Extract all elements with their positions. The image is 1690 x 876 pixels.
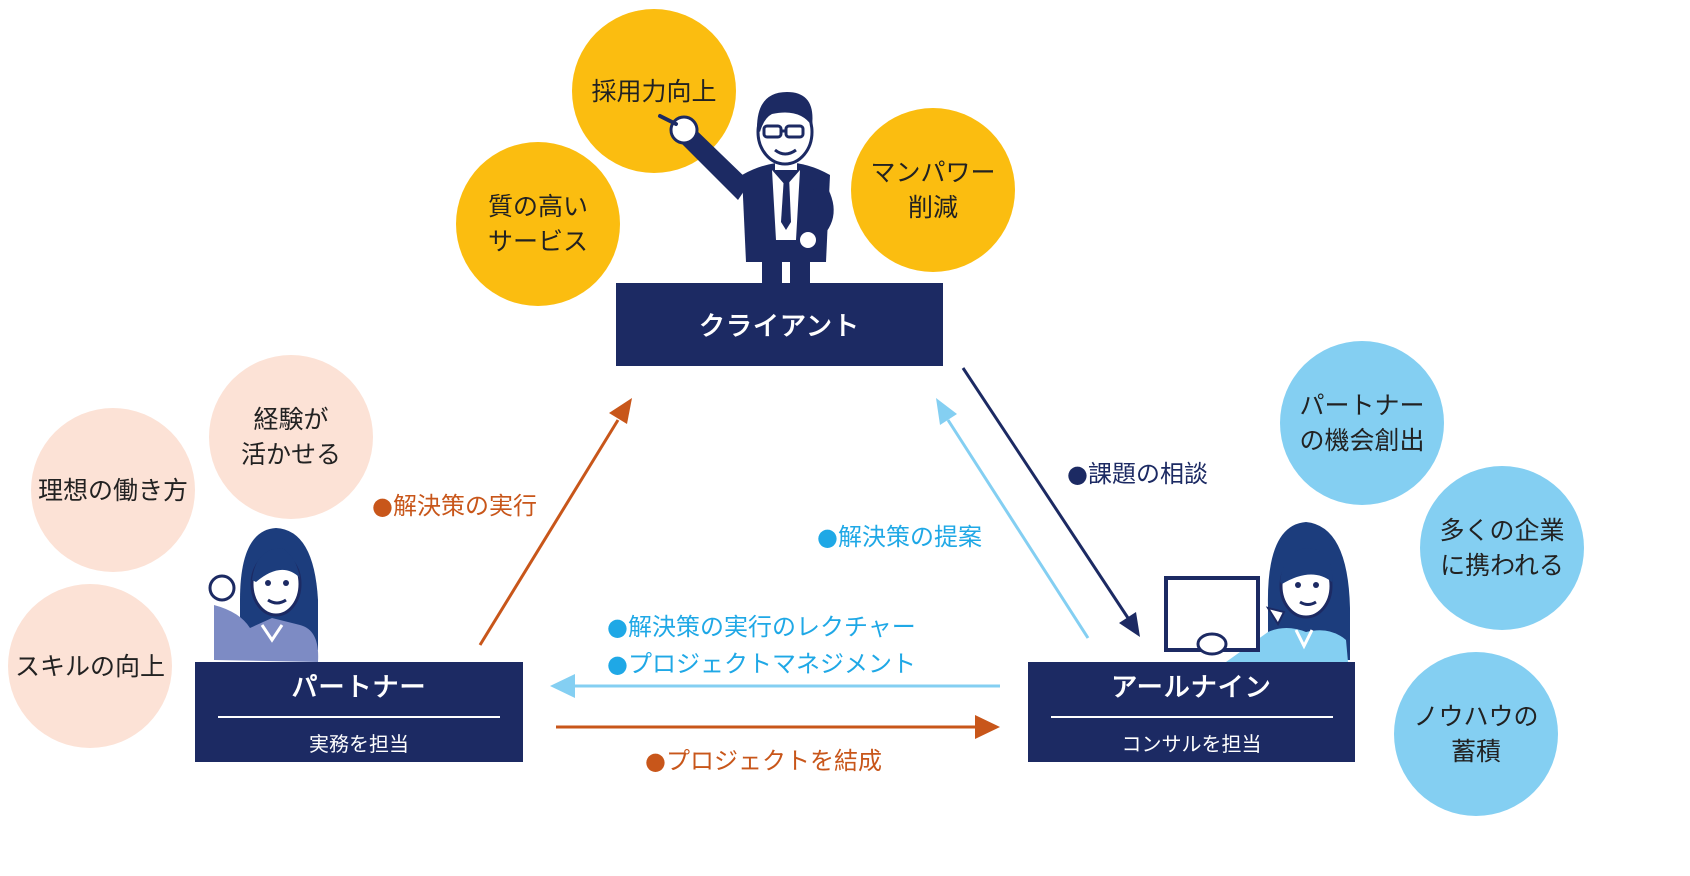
arunine-subtitle: コンサルを担当 <box>1121 732 1262 756</box>
arunine-benefit-circle: 多くの企業 に携われる <box>1420 466 1584 630</box>
partner-to-client-label: ●解決策の実行 <box>372 492 537 520</box>
arunine-benefit-label: パートナー の機会創出 <box>1299 391 1425 455</box>
arunine-to-partner-label-2: ●プロジェクトマネジメント <box>607 650 916 678</box>
client-to-arunine-arrow <box>961 367 1140 637</box>
arunine-to-client-arrow <box>936 398 1090 639</box>
arunine-benefit-circle: ノウハウの 蓄積 <box>1394 652 1558 816</box>
arunine-benefit-circle: パートナー の機会創出 <box>1280 341 1444 505</box>
partner-divider <box>218 716 500 718</box>
arunine-to-partner-arrow <box>550 674 1000 698</box>
arunine-benefit-label: 多くの企業 に携われる <box>1439 516 1565 580</box>
arunine-box: アールナイン コンサルを担当 <box>1028 662 1355 762</box>
partner-to-arunine-arrow <box>556 715 1000 739</box>
partner-benefit-circle: スキルの向上 <box>8 584 172 748</box>
partner-to-arunine-label: ●プロジェクトを結成 <box>645 747 882 775</box>
partner-title: パートナー <box>291 673 427 703</box>
client-to-arunine-label: ●課題の相談 <box>1067 460 1208 488</box>
client-title: クライアント <box>699 312 860 342</box>
arunine-benefit-label: ノウハウの 蓄積 <box>1413 702 1539 766</box>
partner-woman-fist-icon <box>208 528 319 662</box>
client-man-pointing-icon <box>658 92 834 287</box>
arunine-to-client-label: ●解決策の提案 <box>817 523 982 551</box>
partner-subtitle: 実務を担当 <box>309 732 409 756</box>
partner-benefit-label: 経験が 活かせる <box>240 405 341 469</box>
partner-to-client-arrow <box>478 398 632 646</box>
partner-benefit-label: 理想の働き方 <box>37 475 188 505</box>
client-benefit-label: マンパワー 削減 <box>870 158 996 222</box>
partner-benefit-label: スキルの向上 <box>14 651 165 681</box>
partner-benefit-circle: 理想の働き方 <box>31 408 195 572</box>
client-benefit-circle: マンパワー 削減 <box>851 108 1015 272</box>
partner-benefit-circle: 経験が 活かせる <box>209 355 373 519</box>
partner-box: パートナー 実務を担当 <box>195 662 523 762</box>
client-benefit-label: 採用力向上 <box>591 76 717 106</box>
client-benefit-circle: 採用力向上 <box>572 9 736 173</box>
arunine-title: アールナイン <box>1111 673 1272 703</box>
consultant-woman-board-icon <box>1164 522 1350 662</box>
client-benefit-label: 質の高い サービス <box>487 192 588 256</box>
client-box: クライアント <box>616 283 943 366</box>
arunine-to-partner-label-1: ●解決策の実行のレクチャー <box>607 613 916 641</box>
arunine-divider <box>1050 716 1333 718</box>
client-benefit-circle: 質の高い サービス <box>456 142 620 306</box>
